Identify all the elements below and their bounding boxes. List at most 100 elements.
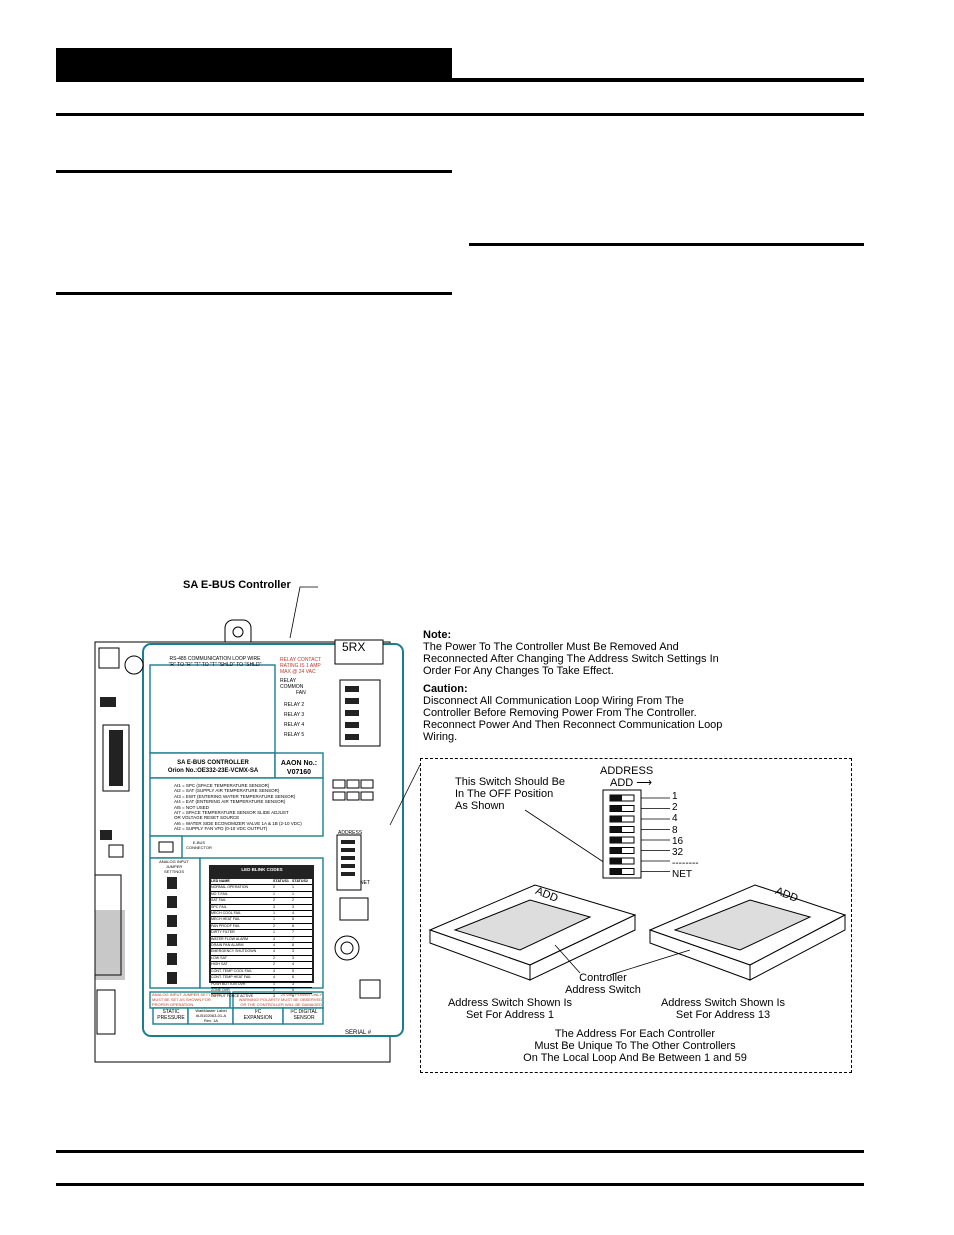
controller-address-switch-label: Controller Address Switch xyxy=(558,972,648,996)
address-1-line: Address Switch Shown Is xyxy=(447,997,573,1009)
led-row-name: SAT FAIL xyxy=(211,897,273,903)
led-row-status: 1 xyxy=(273,910,292,916)
led-row-status: 2 xyxy=(273,961,292,967)
led-row-status: 6 xyxy=(292,922,312,929)
led-row-status: 4 xyxy=(273,974,292,980)
dip-toggle xyxy=(610,795,622,801)
dip-toggle xyxy=(610,847,622,854)
input-line: AI2 = SAT (SUPPLY AIR TEMPERATURE SENSOR… xyxy=(174,788,280,794)
controller-name-line: Orion No.:OE332-23E-VCMX-SA xyxy=(167,768,259,774)
footer-rule-2 xyxy=(56,1183,864,1186)
i2c-digital-line: SENSOR xyxy=(293,1015,315,1021)
led-row-status: 3 xyxy=(292,948,312,954)
unique-line: Must Be Unique To The Other Controllers xyxy=(534,1040,736,1052)
caution-line: Wiring. xyxy=(423,731,458,743)
top-rule xyxy=(56,113,864,116)
led-row-status: 1 xyxy=(273,890,292,897)
aaon-number-label: AAON No.: V07160 xyxy=(276,759,322,777)
address-value: 2 xyxy=(672,802,678,814)
right-rule xyxy=(469,243,864,246)
dip-toggle xyxy=(610,805,622,812)
address-13-caption: Address Switch Shown Is Set For Address … xyxy=(648,997,798,1021)
ebus-connector-label: E-BUS CONNECTOR xyxy=(186,840,212,850)
led-row-status: 4 xyxy=(273,942,292,948)
rs485-label: RS-485 COMMUNICATION LOOP WIRE "R" TO "R… xyxy=(155,656,275,668)
led-row-name: DIRTY FILTER xyxy=(211,929,273,935)
jumper-line: JUMPER xyxy=(165,864,183,869)
add-text: ADD xyxy=(610,777,634,789)
relay-2-label: RELAY 2 xyxy=(284,702,305,708)
led-row-status: 2 xyxy=(273,922,292,929)
relay-contact-line: RATING IS 1 AMP xyxy=(280,663,321,669)
address-13-line: Address Switch Shown Is xyxy=(660,997,786,1009)
led-blink-table: LED NAME STATUS1 STATUS2 NORMAL OPERATIO… xyxy=(211,879,312,1000)
note-line: The Power To The Controller Must Be Remo… xyxy=(423,641,679,653)
arrow-right-icon: ⟶ xyxy=(636,777,653,789)
led-row-name: OUTPUT FORCE ACTIVE xyxy=(211,993,273,999)
led-row-status: 3 xyxy=(273,993,292,999)
left-rule-2 xyxy=(56,292,452,295)
led-row-name: MECH COOL FAIL xyxy=(211,910,273,916)
led-row-status: 2 xyxy=(273,986,292,993)
led-row-name: ZONE OVR xyxy=(211,986,273,993)
led-header: LED NAME xyxy=(211,879,230,883)
board-net-label: NET xyxy=(360,880,370,886)
input-line: AI4 = EAT (ENTERING AIR TEMPERATURE SENS… xyxy=(174,799,286,805)
led-row-name: CONT. TEMP COOL FAIL xyxy=(211,967,273,974)
rs485-line: "R" TO "R" "T" TO "T" "SHLD" TO "SHLD" xyxy=(168,662,262,668)
i2c-expansion-label: I²C EXPANSION xyxy=(234,1009,282,1021)
relay-contact-label: RELAY CONTACT RATING IS 1 AMP MAX @ 24 V… xyxy=(280,657,321,675)
led-row-status: 1 xyxy=(273,980,292,987)
led-row-status: 3 xyxy=(292,980,312,987)
led-row-status: 1 xyxy=(273,916,292,922)
ebus-line: CONNECTOR xyxy=(186,845,212,850)
rs485-line: RS-485 COMMUNICATION LOOP WIRE xyxy=(169,656,261,662)
off-note-line: As Shown xyxy=(455,800,505,812)
controller-switch-line: Controller xyxy=(579,972,627,984)
led-row-status: 4 xyxy=(292,910,312,916)
dip-toggle xyxy=(610,816,622,822)
label-line: #LB102063-01-A xyxy=(195,1013,227,1018)
address-value: 32 xyxy=(672,847,684,859)
led-row-status: 3 xyxy=(292,954,312,961)
led-row-status: 1 xyxy=(292,890,312,897)
dip-toggle xyxy=(610,837,622,843)
led-row-status: 7 xyxy=(292,935,312,942)
led-row-name: SPC FAIL xyxy=(211,903,273,910)
led-row-status: 2 xyxy=(292,897,312,903)
jumper-note: ANALOG INPUT JUMPER SETTINGS MUST BE SET… xyxy=(152,992,220,1007)
static-line: PRESSURE xyxy=(157,1015,185,1021)
header-rule xyxy=(452,78,864,82)
jumper-line: ANALOG INPUT xyxy=(159,859,189,864)
aaon-line: V07160 xyxy=(286,769,312,776)
led-row-status: 4 xyxy=(273,948,292,954)
address-switch-13 xyxy=(648,884,847,981)
relay-fan-label: FAN xyxy=(296,690,306,696)
off-note-line: In The OFF Position xyxy=(455,788,554,800)
led-row-name: LOW SAT xyxy=(211,954,273,961)
caution-line: Reconnect Power And Then Reconnect Commu… xyxy=(423,719,723,731)
power-line: 24 VAC POWER ONLY xyxy=(280,992,322,997)
led-row-status: 2 xyxy=(273,897,292,903)
relay-4-label: RELAY 4 xyxy=(284,722,305,728)
footer-rule-1 xyxy=(56,1150,864,1153)
led-row-name: DRAIN PAN ALARM xyxy=(211,942,273,948)
i2c-digital-label: I²C DIGITAL SENSOR xyxy=(284,1009,324,1021)
relay-3-label: RELAY 3 xyxy=(284,712,305,718)
aaon-line: AAON No.: xyxy=(280,760,318,767)
jumper-line: SETTINGS xyxy=(163,869,184,874)
relay-common-label: RELAY COMMON xyxy=(280,678,303,690)
led-row-name: MECH HEAT FAIL xyxy=(211,916,273,922)
label-line: Rev. 1A xyxy=(204,1018,218,1023)
led-row-status: 1 xyxy=(273,929,292,935)
relay-common-line: COMMON xyxy=(280,684,304,690)
led-row-status: 3 xyxy=(292,903,312,910)
led-row-status: 4 xyxy=(292,961,312,967)
label-block: WattMaster Label #LB102063-01-A Rev. 1A xyxy=(189,1008,233,1023)
jumper-note-line: ANALOG INPUT JUMPER SETTINGS xyxy=(152,992,221,997)
power-line: OR THE CONTROLLER WILL BE DAMAGED xyxy=(240,1002,322,1007)
unique-line: The Address For Each Controller xyxy=(554,1028,716,1040)
led-row-status: 5 xyxy=(292,967,312,974)
note-block: Note: The Power To The Controller Must B… xyxy=(423,629,733,743)
led-row-name: FAN PROOF FAIL xyxy=(211,922,273,929)
